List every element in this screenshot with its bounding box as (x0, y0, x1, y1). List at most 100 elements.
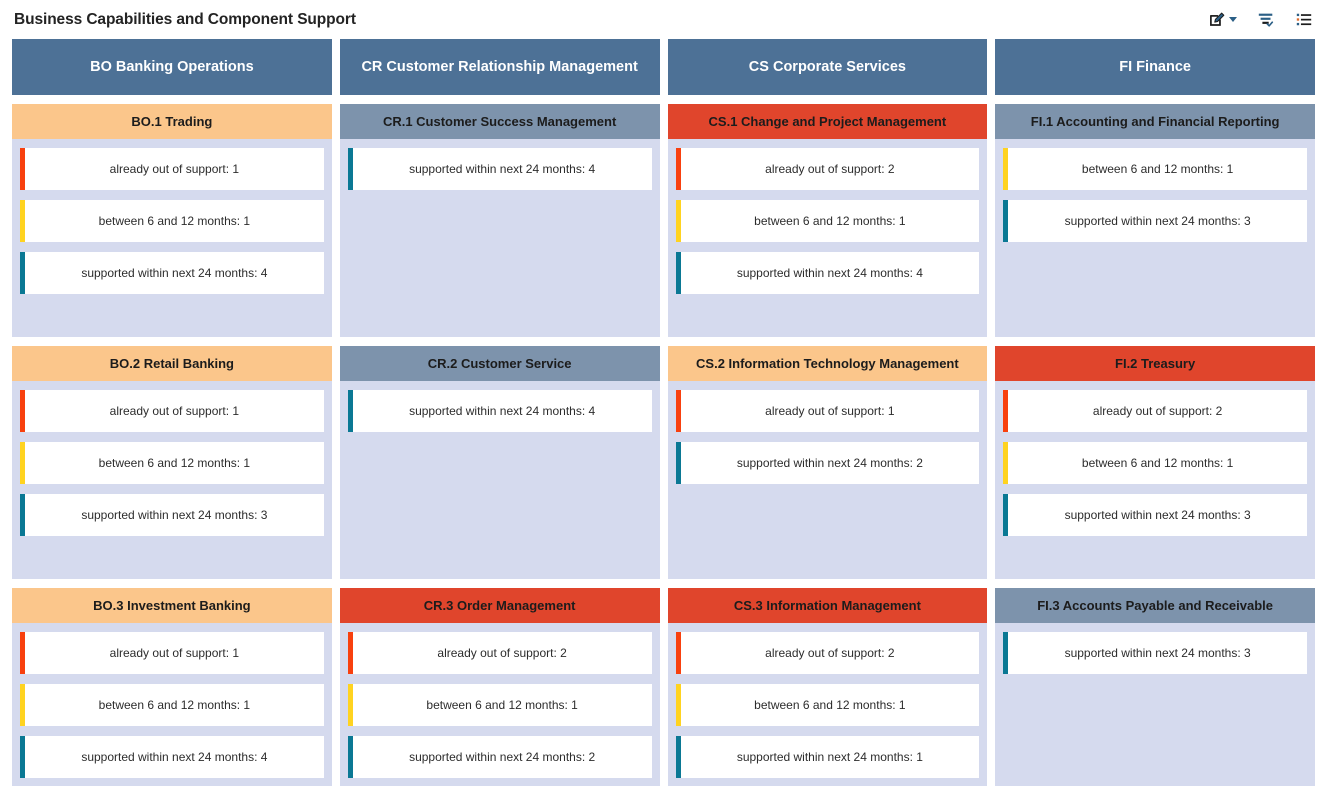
capability-card-body: already out of support: 1 between 6 and 1… (12, 623, 332, 786)
support-metric-row[interactable]: between 6 and 12 months: 1 (1003, 442, 1307, 484)
capability-card[interactable]: CS.1 Change and Project Management alread… (667, 104, 988, 337)
status-color-bar (347, 632, 353, 674)
support-metric-label: supported within next 24 months: 4 (409, 404, 596, 418)
status-color-bar (20, 252, 25, 294)
capability-card-title[interactable]: FI.1 Accounting and Financial Reporting (995, 104, 1315, 139)
capability-card-body: supported within next 24 months: 4 (339, 139, 660, 337)
support-metric-label: between 6 and 12 months: 1 (754, 698, 906, 712)
support-metric-row[interactable]: already out of support: 1 (20, 632, 324, 674)
support-metric-label: supported within next 24 months: 4 (81, 266, 268, 280)
support-metric-label: between 6 and 12 months: 1 (1081, 456, 1234, 470)
support-metric-row[interactable]: already out of support: 2 (1003, 390, 1307, 432)
capability-card-body: supported within next 24 months: 4 (339, 381, 660, 579)
capability-card[interactable]: FI.2 Treasury already out of support: 2 be… (995, 346, 1315, 579)
capability-card-body: already out of support: 1 between 6 and 1… (12, 381, 332, 579)
capability-card-title[interactable]: CR.2 Customer Service (339, 346, 660, 381)
filter-check-icon (1257, 11, 1275, 28)
column-header[interactable]: FI Finance (995, 39, 1315, 95)
capability-card-title[interactable]: BO.1 Trading (12, 104, 332, 139)
support-metric-label: supported within next 24 months: 4 (81, 750, 268, 764)
status-color-bar (347, 736, 353, 778)
support-metric-row[interactable]: supported within next 24 months: 3 (1003, 632, 1307, 674)
capability-card[interactable]: CS.3 Information Management already out o… (667, 588, 988, 786)
capability-card-title[interactable]: FI.3 Accounts Payable and Receivable (995, 588, 1315, 623)
support-metric-label: supported within next 24 months: 3 (81, 508, 268, 522)
support-metric-label: between 6 and 12 months: 1 (1081, 162, 1234, 176)
capability-card-body: already out of support: 1 between 6 and 1… (12, 139, 332, 337)
column-header[interactable]: CR Customer Relationship Management (339, 39, 660, 95)
capability-card-body: supported within next 24 months: 3 (995, 623, 1315, 786)
capability-card[interactable]: CR.3 Order Management already out of supp… (339, 588, 660, 786)
support-metric-label: supported within next 24 months: 1 (736, 750, 923, 764)
capability-card-title[interactable]: CS.3 Information Management (667, 588, 988, 623)
capability-card-title[interactable]: FI.2 Treasury (995, 346, 1315, 381)
edit-pencil-square-icon (1209, 11, 1226, 28)
support-metric-row[interactable]: supported within next 24 months: 2 (675, 442, 980, 484)
support-metric-label: between 6 and 12 months: 1 (426, 698, 578, 712)
status-color-bar (675, 442, 681, 484)
capability-card[interactable]: BO.1 Trading already out of support: 1 bet… (12, 104, 332, 337)
status-color-bar (1003, 632, 1009, 674)
support-metric-row[interactable]: already out of support: 1 (20, 390, 324, 432)
status-color-bar (1003, 442, 1009, 484)
support-metric-row[interactable]: between 6 and 12 months: 1 (20, 200, 324, 242)
support-metric-label: supported within next 24 months: 3 (1064, 508, 1251, 522)
edit-pencil-square-button[interactable] (1209, 11, 1237, 28)
support-metric-row[interactable]: supported within next 24 months: 4 (20, 252, 324, 294)
capability-card-title[interactable]: CR.1 Customer Success Management (339, 104, 660, 139)
support-metric-row[interactable]: supported within next 24 months: 4 (347, 390, 652, 432)
support-metric-label: supported within next 24 months: 3 (1064, 646, 1251, 660)
top-toolbar: Business Capabilities and Component Supp… (0, 0, 1327, 39)
status-color-bar (675, 252, 681, 294)
support-metric-row[interactable]: between 6 and 12 months: 1 (347, 684, 652, 726)
capability-card-title[interactable]: CS.2 Information Technology Management (667, 346, 988, 381)
capability-card-title[interactable]: BO.2 Retail Banking (12, 346, 332, 381)
support-metric-row[interactable]: supported within next 24 months: 1 (675, 736, 980, 778)
capability-card[interactable]: CR.2 Customer Service supported within ne… (339, 346, 660, 579)
support-metric-row[interactable]: already out of support: 2 (675, 148, 980, 190)
support-metric-row[interactable]: already out of support: 1 (675, 390, 980, 432)
support-metric-row[interactable]: between 6 and 12 months: 1 (20, 442, 324, 484)
support-metric-row[interactable]: supported within next 24 months: 4 (675, 252, 980, 294)
support-metric-row[interactable]: between 6 and 12 months: 1 (1003, 148, 1307, 190)
status-color-bar (675, 200, 681, 242)
support-metric-row[interactable]: supported within next 24 months: 4 (20, 736, 324, 778)
support-metric-row[interactable]: between 6 and 12 months: 1 (675, 684, 980, 726)
status-color-bar (20, 736, 25, 778)
column-header[interactable]: BO Banking Operations (12, 39, 332, 95)
capability-card-title[interactable]: BO.3 Investment Banking (12, 588, 332, 623)
support-metric-row[interactable]: already out of support: 1 (20, 148, 324, 190)
status-color-bar (20, 632, 25, 674)
status-color-bar (1003, 148, 1009, 190)
support-metric-label: supported within next 24 months: 2 (736, 456, 923, 470)
capability-card[interactable]: CR.1 Customer Success Management supporte… (339, 104, 660, 337)
capability-card[interactable]: FI.3 Accounts Payable and Receivable supp… (995, 588, 1315, 786)
status-color-bar (20, 494, 25, 536)
list-view-button[interactable] (1295, 11, 1313, 28)
capability-card-body: already out of support: 2 between 6 and 1… (995, 381, 1315, 579)
capability-card-title[interactable]: CR.3 Order Management (339, 588, 660, 623)
capability-card[interactable]: FI.1 Accounting and Financial Reporting b… (995, 104, 1315, 337)
support-metric-label: already out of support: 1 (109, 162, 240, 176)
status-color-bar (675, 632, 681, 674)
status-color-bar (675, 736, 681, 778)
capability-card[interactable]: CS.2 Information Technology Management al… (667, 346, 988, 579)
support-metric-label: supported within next 24 months: 4 (736, 266, 923, 280)
support-metric-row[interactable]: already out of support: 2 (347, 632, 652, 674)
support-metric-row[interactable]: already out of support: 2 (675, 632, 980, 674)
support-metric-row[interactable]: supported within next 24 months: 3 (20, 494, 324, 536)
support-metric-label: already out of support: 1 (765, 404, 895, 418)
support-metric-row[interactable]: supported within next 24 months: 3 (1003, 494, 1307, 536)
support-metric-row[interactable]: supported within next 24 months: 3 (1003, 200, 1307, 242)
support-metric-row[interactable]: supported within next 24 months: 4 (347, 148, 652, 190)
column-header[interactable]: CS Corporate Services (667, 39, 988, 95)
capability-card-title[interactable]: CS.1 Change and Project Management (667, 104, 988, 139)
support-metric-row[interactable]: supported within next 24 months: 2 (347, 736, 652, 778)
support-metric-row[interactable]: between 6 and 12 months: 1 (675, 200, 980, 242)
filter-check-button[interactable] (1257, 11, 1275, 28)
support-metric-row[interactable]: between 6 and 12 months: 1 (20, 684, 324, 726)
